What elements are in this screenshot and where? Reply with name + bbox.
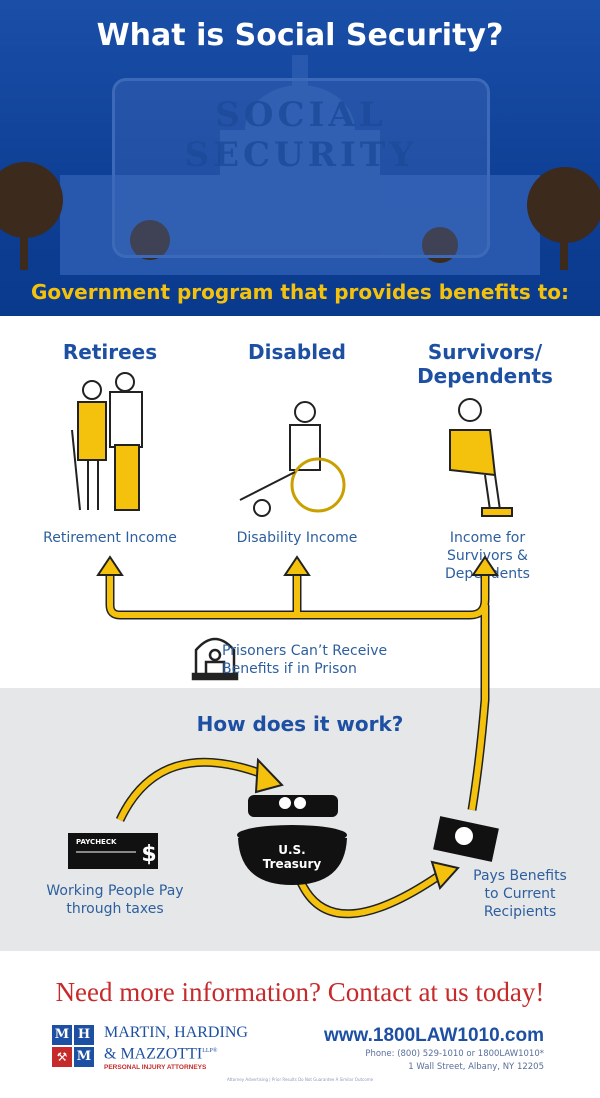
logo-letter: H [74,1025,94,1045]
pays-line-2: to Current [484,886,556,902]
capitol-illustration [0,55,600,275]
disclaimer: Attorney Advertising | Prior Results Do … [226,1077,374,1082]
paycheck-caption-2: through taxes [66,901,164,917]
prison-note: Prisoners Can’t Receive Benefits if in P… [222,642,387,678]
tree-icon [0,162,600,270]
elderly-couple-icon [71,372,143,511]
cta-heading: Need more information? Contact at us tod… [55,977,545,1007]
paycheck-label: PAYCHECK [76,838,117,846]
header-banner: SOCIAL SECURITY What is Social Security?… [0,0,600,316]
treasury-label-1: U.S. [278,843,306,857]
disability-income-label: Disability Income [236,530,358,546]
prisoner-icon [191,637,239,681]
pays-line-3: Recipients [483,904,557,920]
firm-tagline: PERSONAL INJURY ATTORNEYS [104,1064,207,1072]
firm-logo[interactable]: M H ⚒ M [52,1025,94,1067]
how-section [0,688,600,951]
firm-name-line2: & MAZZOTTI [104,1045,203,1063]
retirees-heading: Retirees [62,340,158,364]
treasury-label: U.S. Treasury [252,843,332,871]
subtitle: Government program that provides benefit… [30,280,570,304]
phone-text[interactable]: Phone: (800) 529-1010 or 1800LAW1010* [365,1049,544,1059]
treasury-label-2: Treasury [262,857,322,871]
page-title: What is Social Security? [96,18,504,53]
survivors-income-label: Income for Survivors & Dependents [445,530,530,582]
gavel-icon: ⚒ [52,1047,72,1067]
survivors-heading: Survivors/ Dependents [417,340,553,388]
firm-suffix: LLP® [202,1048,218,1054]
how-heading: How does it work? [196,712,404,736]
cash-stack-icon [433,816,499,862]
paycheck-icon: $ [68,833,158,869]
contact-info: Phone: (800) 529-1010 or 1800LAW1010* 1 … [300,1048,544,1074]
arrowhead-icon [96,555,499,576]
grieving-person-icon [449,398,513,517]
wheelchair-person-icon [239,401,346,517]
disabled-heading: Disabled [248,340,346,364]
logo-letter: M [74,1047,94,1067]
pays-line-1: Pays Benefits [473,868,567,884]
treasury-pot-icon [237,795,347,885]
logo-letter: M [52,1025,72,1045]
firm-name: MARTIN, HARDING & MAZZOTTILLP® PERSONAL … [104,1024,248,1073]
people-illustrations [71,372,513,517]
retirement-income-label: Retirement Income [43,530,177,546]
address-text: 1 Wall Street, Albany, NY 12205 [408,1062,544,1072]
pays-benefits-caption: Pays Benefits to Current Recipients [460,867,580,921]
prison-note-line1: Prisoners Can’t Receive [222,643,388,659]
website-link[interactable]: www.1800LAW1010.com [323,1025,544,1046]
firm-name-line1: MARTIN, HARDING [104,1024,248,1041]
social-security-card [112,78,490,258]
paycheck-caption: Working People Pay through taxes [30,882,200,918]
svg-text:$: $ [141,842,156,867]
card-text: SOCIAL SECURITY [184,95,418,175]
paycheck-caption-1: Working People Pay [46,883,184,899]
prison-note-line2: Benefits if in Prison [222,661,357,677]
